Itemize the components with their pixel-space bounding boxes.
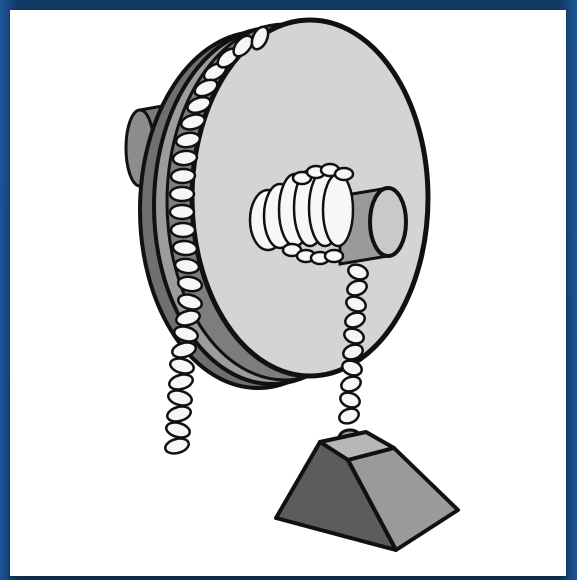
wheel-and-axle-illustration xyxy=(10,10,566,576)
illustration-panel xyxy=(10,10,566,576)
weight-block-icon xyxy=(276,432,458,550)
